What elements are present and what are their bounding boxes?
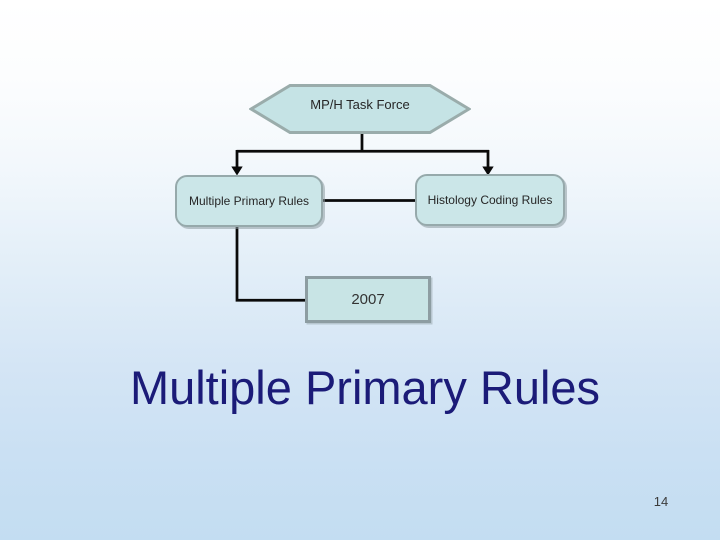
elbow-connector xyxy=(235,226,306,302)
task-force-node: MP/H Task Force xyxy=(249,84,471,134)
year-node: 2007 xyxy=(305,276,431,323)
task-force-label: MP/H Task Force xyxy=(310,96,410,112)
hexagon-shape xyxy=(249,84,471,134)
histology-coding-label: Histology Coding Rules xyxy=(427,192,553,207)
down-arrow-icon xyxy=(482,166,494,176)
year-label: 2007 xyxy=(351,291,385,308)
multiple-primary-label: Multiple Primary Rules xyxy=(188,193,310,208)
down-arrow-icon xyxy=(231,166,243,176)
multiple-primary-node: Multiple Primary Rules xyxy=(175,175,323,227)
page-number: 14 xyxy=(653,494,669,509)
histology-coding-node: Histology Coding Rules xyxy=(415,174,565,226)
slide-title: Multiple Primary Rules xyxy=(129,361,601,414)
